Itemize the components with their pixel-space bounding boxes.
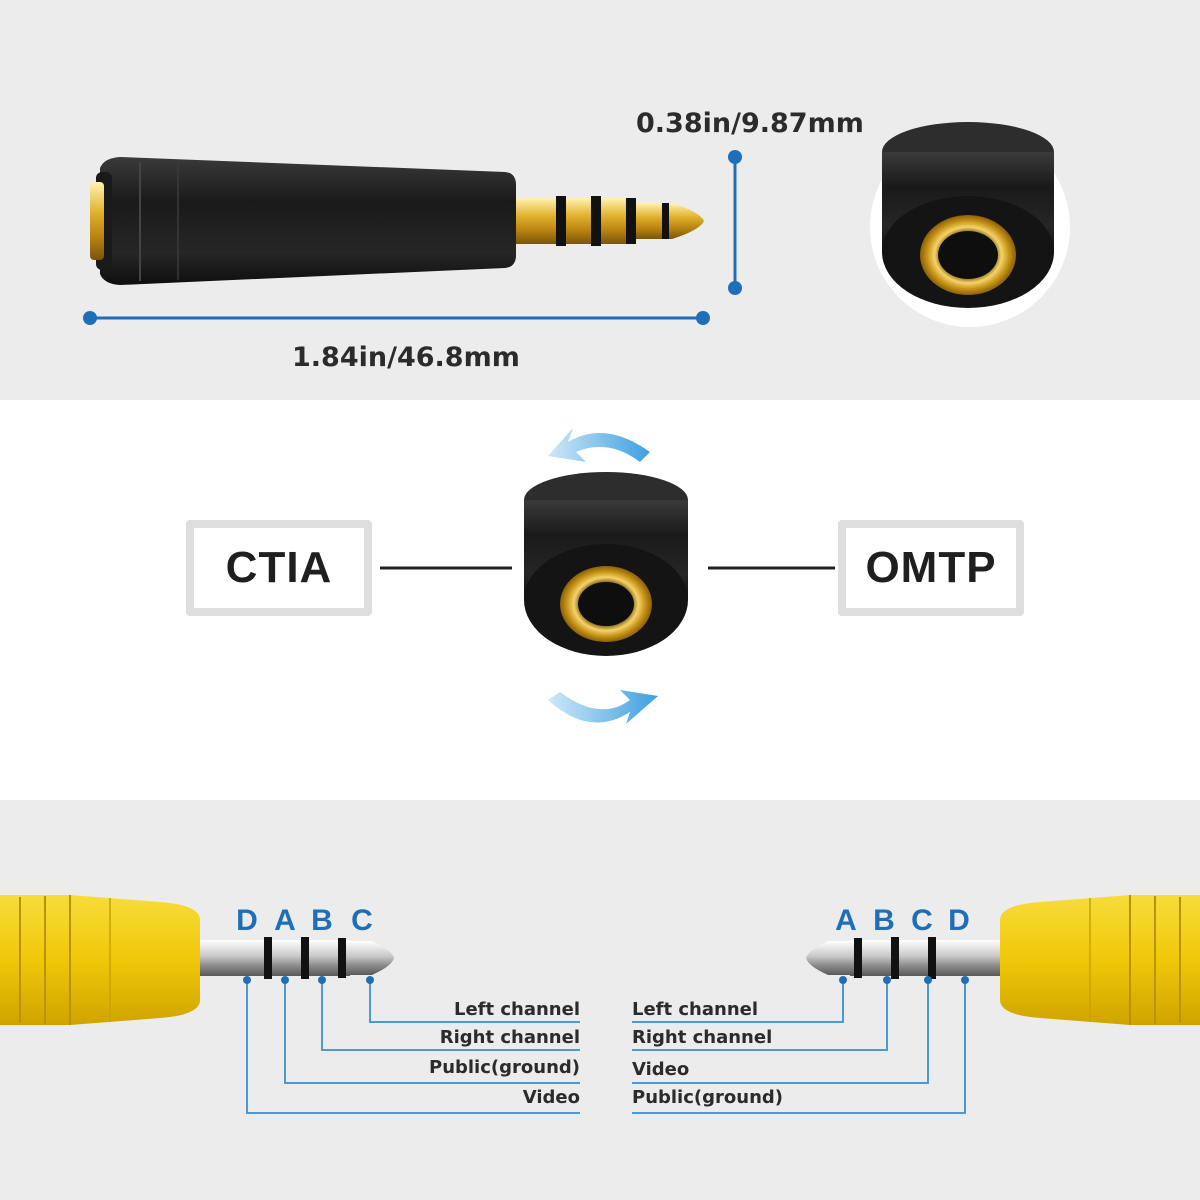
ctia-leader-lines xyxy=(246,978,580,1114)
ctia-pin-letter: A xyxy=(274,904,296,937)
diameter-label: 0.38in/9.87mm xyxy=(636,108,864,139)
omtp-pin-letter: C xyxy=(911,904,933,937)
ctia-channel-label: Left channel xyxy=(453,999,580,1020)
ctia-pin-letter: B xyxy=(311,904,333,937)
ctia-channel-label: Video xyxy=(522,1087,580,1108)
ctia-badge: CTIA xyxy=(186,520,372,616)
ctia-plug xyxy=(0,895,394,1025)
ctia-channel-label: Public(ground) xyxy=(429,1057,580,1078)
omtp-plug xyxy=(806,895,1200,1025)
omtp-pin-letter: D xyxy=(948,904,970,937)
omtp-label: OMTP xyxy=(846,528,1016,608)
length-dimension-line xyxy=(83,311,710,325)
ctia-pin-letter: C xyxy=(351,904,373,937)
omtp-leader-dots xyxy=(839,976,969,984)
rotate-arrow-bottom-icon xyxy=(548,690,658,724)
ctia-label: CTIA xyxy=(194,528,364,608)
omtp-channel-label: Video xyxy=(632,1059,690,1080)
omtp-channel-label: Public(ground) xyxy=(632,1087,783,1108)
ctia-pin-letter: D xyxy=(236,904,258,937)
omtp-leader-lines xyxy=(632,978,966,1114)
adapter-end-view-center xyxy=(514,472,706,676)
omtp-badge: OMTP xyxy=(838,520,1024,616)
omtp-channel-label: Left channel xyxy=(632,999,759,1020)
omtp-pin-letter: A xyxy=(835,904,857,937)
length-label: 1.84in/46.8mm xyxy=(292,342,520,373)
omtp-pin-letter: B xyxy=(873,904,895,937)
adapter-end-view-top xyxy=(870,122,1070,327)
ctia-leader-dots xyxy=(243,976,374,984)
ctia-channel-label: Right channel xyxy=(439,1027,580,1048)
rotate-arrow-top-icon xyxy=(548,428,650,462)
omtp-channel-label: Right channel xyxy=(632,1027,773,1048)
adapter-side-view xyxy=(90,157,704,285)
diameter-dimension-line xyxy=(728,150,742,295)
